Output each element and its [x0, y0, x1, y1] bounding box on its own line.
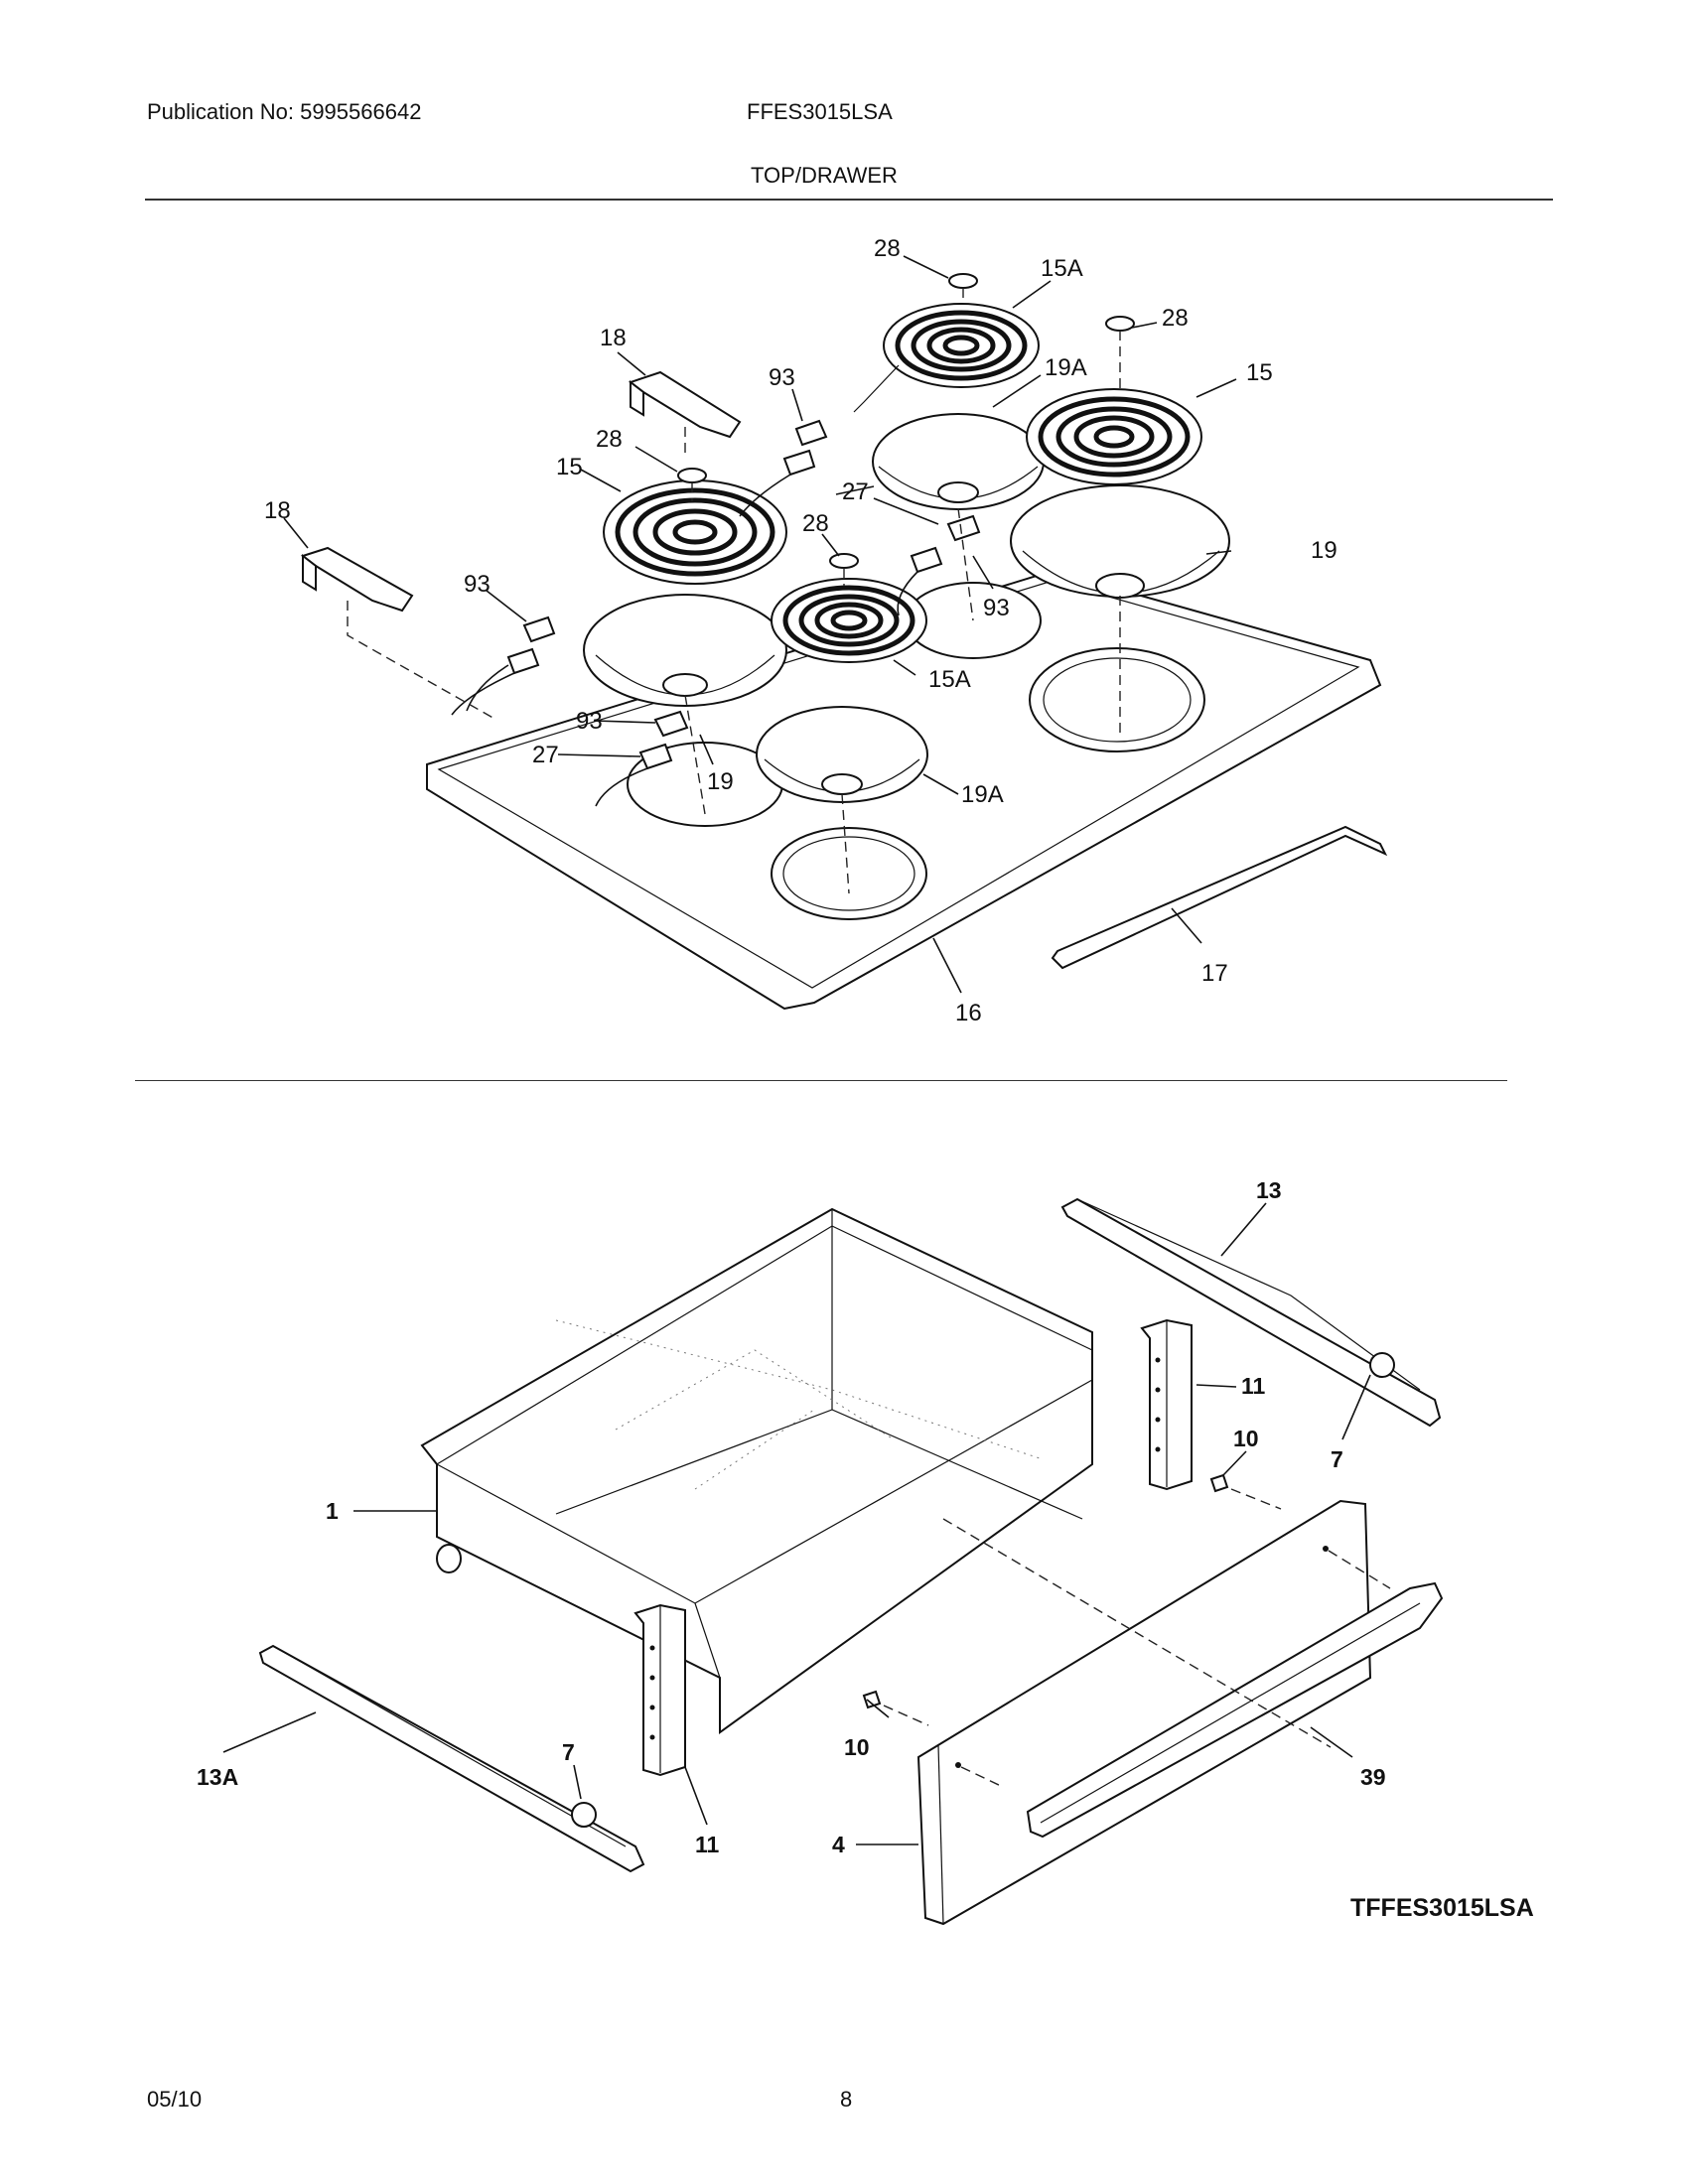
assembly-lines-top	[347, 288, 1121, 894]
callout-7-a: 7	[1331, 1446, 1343, 1472]
leaders-top	[283, 255, 1237, 994]
publication-number: Publication No: 5995566642	[147, 99, 422, 124]
drip-bowl-19A-front	[756, 706, 928, 803]
callout-11-a: 11	[1241, 1373, 1266, 1399]
callout-15-a: 15	[1246, 359, 1273, 386]
callout-10-a: 10	[1233, 1426, 1259, 1451]
callout-18-b: 18	[264, 497, 291, 524]
callout-28-b: 28	[1162, 305, 1189, 332]
callout-16: 16	[955, 1000, 982, 1026]
callout-15A-a: 15A	[1041, 255, 1083, 282]
callout-28-c: 28	[596, 426, 623, 453]
callout-18-a: 18	[600, 325, 627, 351]
callout-93-c: 93	[983, 595, 1010, 621]
callout-27-a: 27	[842, 478, 869, 505]
callouts-top: 28 15A 28 18 93 19A 15 28 15 27 18 28 19…	[264, 235, 1337, 1026]
drawer-body-1	[420, 1207, 1093, 1734]
callout-1: 1	[326, 1498, 339, 1524]
callout-93-b: 93	[464, 571, 491, 598]
callout-13A: 13A	[197, 1764, 238, 1790]
drawer-slide-13	[1060, 1197, 1442, 1428]
surface-element-15A-back	[853, 303, 1040, 413]
callout-39: 39	[1360, 1764, 1386, 1790]
bracket-18-lower	[300, 546, 414, 613]
callout-15A-b: 15A	[928, 666, 971, 693]
drawer-handle-39	[1026, 1581, 1444, 1839]
screws-10	[862, 1473, 1282, 1726]
callout-28-d: 28	[802, 510, 829, 537]
callout-10-b: 10	[844, 1734, 870, 1760]
callout-4: 4	[832, 1832, 845, 1857]
drawer-bracket-11-rear	[1140, 1318, 1193, 1491]
callout-11-b: 11	[695, 1832, 720, 1857]
model-number: FFES3015LSA	[747, 99, 893, 124]
callouts-drawer: 13 11 10 7 1 13A 7 11 10 39 4	[197, 1177, 1386, 1857]
bracket-18-upper	[628, 370, 742, 439]
drawer-bracket-11-front	[633, 1603, 686, 1777]
page-number: 8	[840, 2087, 853, 2112]
drawer-slide-13A	[258, 1644, 645, 1873]
callout-7-b: 7	[562, 1739, 575, 1765]
callout-27-b: 27	[532, 742, 559, 768]
section-divider	[135, 1080, 1507, 1081]
header-rule	[145, 199, 1553, 201]
callout-28-a: 28	[874, 235, 901, 262]
callout-19A-b: 19A	[961, 781, 1004, 808]
drawer-front-4	[916, 1499, 1391, 1926]
receptacles-93	[522, 419, 981, 738]
callout-93-d: 93	[576, 708, 603, 735]
surface-element-15A-front	[771, 578, 927, 663]
callout-13: 13	[1256, 1177, 1282, 1203]
drip-bowl-19A-back	[872, 413, 1045, 510]
drip-bowl-19-right	[1010, 484, 1230, 599]
callout-93-a: 93	[769, 364, 795, 391]
surface-element-15-right	[1026, 388, 1202, 485]
callout-17: 17	[1201, 960, 1228, 987]
wire-harness-27	[451, 449, 943, 807]
callout-19-b: 19	[707, 768, 734, 795]
footer-date: 05/10	[147, 2087, 203, 2112]
section-title: TOP/DRAWER	[751, 163, 898, 188]
drip-bowl-19-left	[583, 594, 787, 707]
callout-19A-a: 19A	[1045, 354, 1087, 381]
rod-17	[1051, 825, 1388, 970]
leaders-drawer	[222, 1202, 1371, 1845]
assembly-line-drawer	[942, 1518, 1332, 1748]
diagram-code: TFFES3015LSA	[1350, 1894, 1534, 1922]
callout-15-b: 15	[556, 454, 583, 480]
callout-19-a: 19	[1311, 537, 1337, 564]
